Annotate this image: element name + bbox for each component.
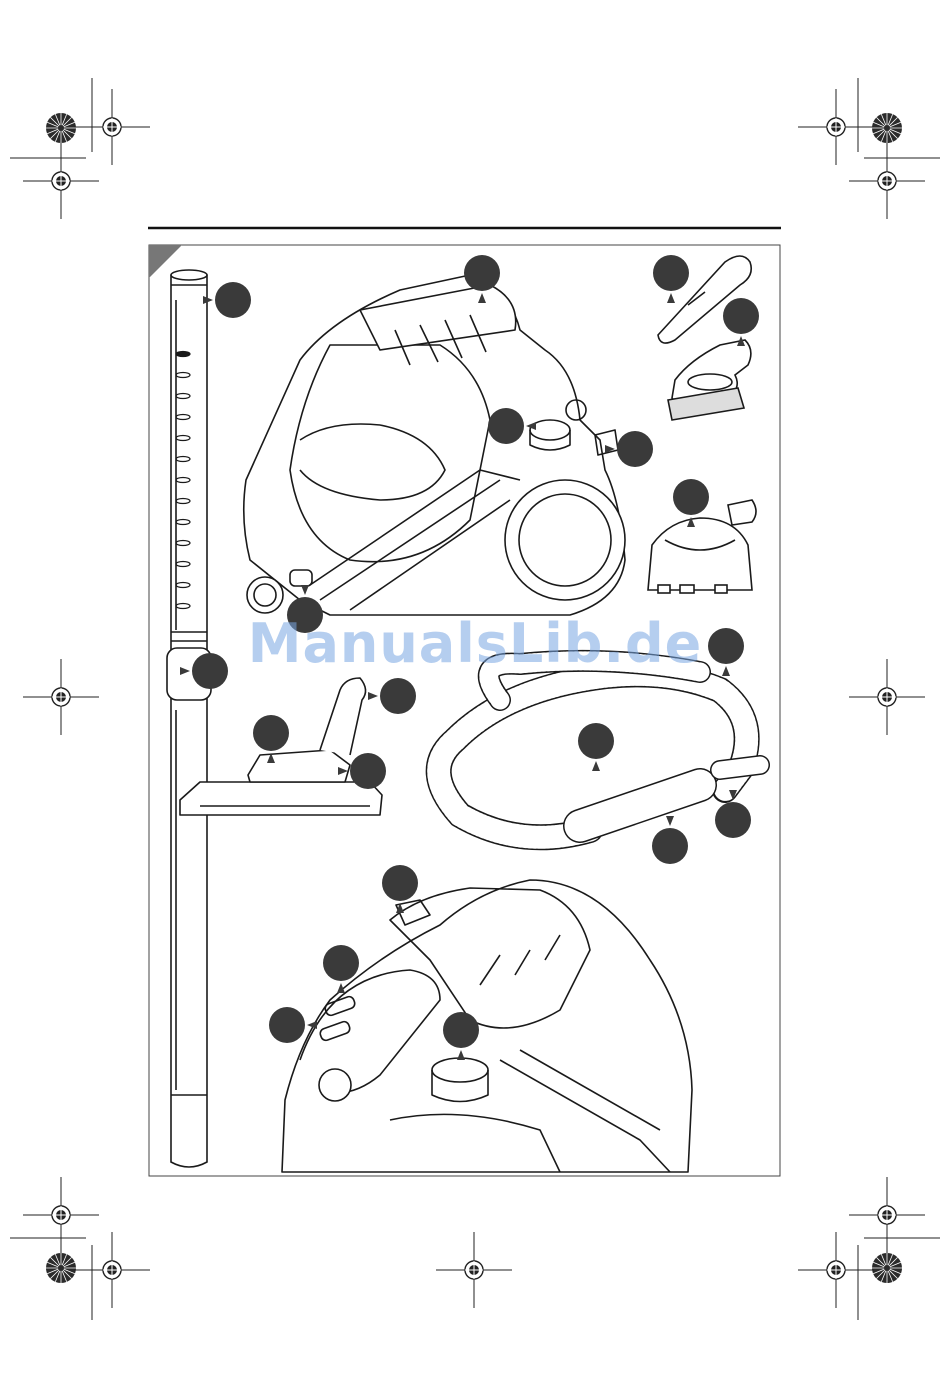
callout-marker	[323, 945, 359, 981]
callout-marker	[578, 723, 614, 759]
watermark: ManualsLib.de	[0, 612, 950, 675]
callout-marker	[443, 1012, 479, 1048]
upholstery-brush	[668, 340, 751, 420]
callout-marker	[350, 753, 386, 789]
callout-marker	[673, 479, 709, 515]
callout-marker	[382, 865, 418, 901]
callout-marker	[653, 255, 689, 291]
callout-marker	[715, 802, 751, 838]
callout-marker	[652, 828, 688, 864]
vacuum-body-top-view	[282, 880, 692, 1172]
telescopic-tube	[167, 270, 211, 1167]
callout-marker	[723, 298, 759, 334]
callout-marker	[488, 408, 524, 444]
callout-marker	[464, 255, 500, 291]
vacuum-body	[244, 275, 625, 615]
callout-marker	[253, 715, 289, 751]
callout-marker	[269, 1007, 305, 1043]
turbo-brush	[648, 500, 756, 593]
callout-marker	[380, 678, 416, 714]
callout-marker	[215, 282, 251, 318]
callout-marker	[617, 431, 653, 467]
